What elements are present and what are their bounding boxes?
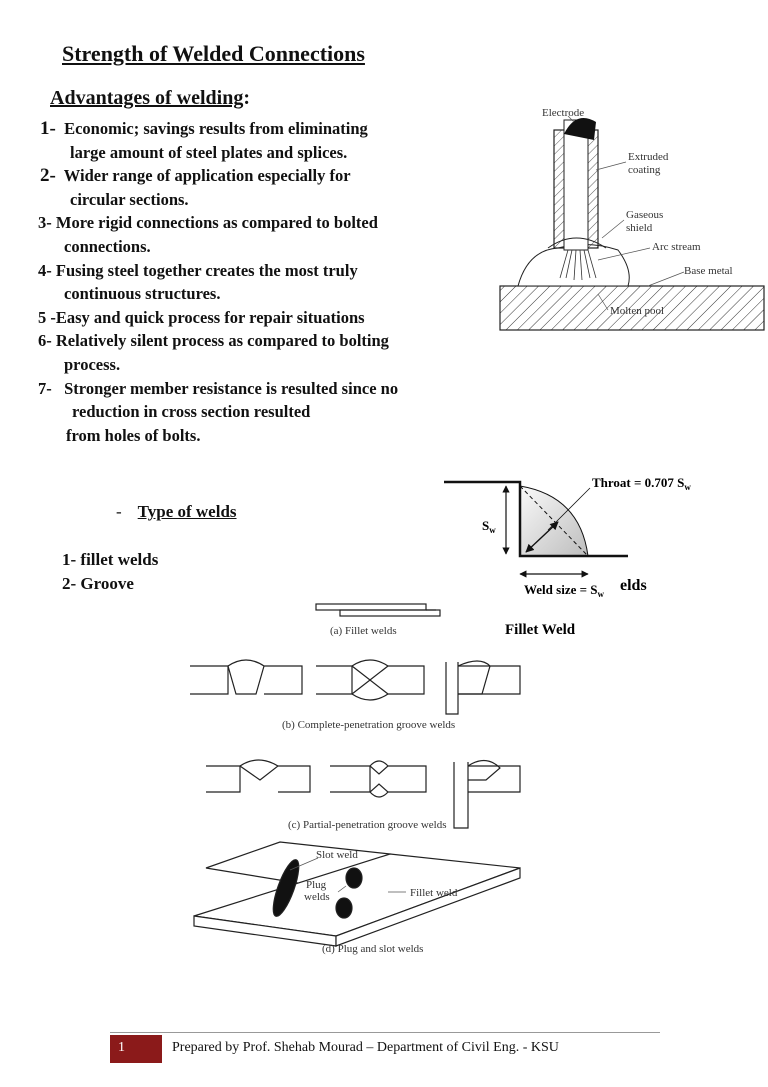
advantage-num: 6- bbox=[38, 331, 52, 351]
base-metal-shape bbox=[499, 285, 765, 331]
weld-type-fillet: 1- fillet welds bbox=[62, 550, 159, 569]
advantage-text: Stronger member resistance is resulted s… bbox=[64, 378, 399, 398]
label-extruded: Extruded bbox=[628, 151, 669, 163]
advantage-text: large amount of steel plates and splices… bbox=[70, 142, 348, 162]
gaseous-shield-shape bbox=[547, 237, 607, 249]
fillet-weld-figure: Throat = 0.707 Sw Sw Weld size = Sw elds… bbox=[444, 475, 691, 638]
advantage-item-6: 6- Relatively silent process as compared… bbox=[38, 329, 510, 376]
groove-welds-suffix: elds bbox=[620, 577, 647, 594]
label-fillet-weld: Fillet weld bbox=[410, 887, 458, 899]
fillet-weld-sketch bbox=[315, 603, 441, 617]
type-of-welds-text: Type of welds bbox=[137, 502, 237, 521]
advantage-text: Wider range of application especially fo… bbox=[63, 166, 351, 186]
advantage-item-2: 2- Wider range of application especially… bbox=[40, 164, 510, 211]
label-shield: shield bbox=[626, 222, 653, 234]
advantage-num: 2- bbox=[40, 165, 56, 187]
advantages-heading-text: Advantages of welding bbox=[50, 87, 244, 109]
plug-slot-sketch bbox=[193, 841, 521, 947]
advantage-text: continuous structures. bbox=[64, 284, 221, 304]
advantage-num: 1- bbox=[40, 118, 56, 139]
fillet-weld-caption: Fillet Weld bbox=[505, 622, 576, 638]
weld-size-label: Weld size = Sw bbox=[524, 582, 605, 599]
label-arc-stream: Arc stream bbox=[652, 241, 701, 253]
label-coating: coating bbox=[628, 164, 661, 176]
complete-penetration-sketches bbox=[190, 659, 521, 715]
weld-type-groove: 2- Groove bbox=[62, 574, 134, 593]
sw-label: Sw bbox=[482, 518, 496, 535]
advantage-item-7: 7- Stronger member resistance is resulte… bbox=[38, 377, 510, 448]
electrode-core-shape bbox=[563, 119, 589, 251]
type-of-welds-heading: -Type of welds bbox=[116, 502, 237, 522]
throat-arrow bbox=[525, 521, 559, 553]
advantage-text: Fusing steel together creates the most t… bbox=[55, 260, 358, 280]
advantages-heading: Advantages of welding: bbox=[50, 87, 250, 110]
label-base-metal: Base metal bbox=[684, 265, 733, 277]
label-slot-weld: Slot weld bbox=[316, 849, 358, 861]
arc-stream-shape bbox=[559, 249, 597, 281]
weld-leg-dashed bbox=[519, 485, 589, 557]
caption-plug-slot: (d) Plug and slot welds bbox=[322, 943, 423, 955]
advantage-num: 3- bbox=[38, 213, 52, 233]
advantage-text: reduction in cross section resulted bbox=[72, 402, 311, 422]
advantages-list: 1- Economic; savings results from elimin… bbox=[38, 117, 510, 448]
advantage-text: connections. bbox=[64, 236, 151, 256]
bullet-dash: - bbox=[116, 502, 122, 521]
label-gaseous: Gaseous bbox=[626, 209, 663, 221]
advantage-text: from holes of bolts. bbox=[66, 425, 201, 445]
weld-types-figure: (a) Fillet welds (b) Complete-penetratio… bbox=[190, 603, 521, 955]
plate-outline bbox=[444, 480, 628, 558]
footer-text: Prepared by Prof. Shehab Mourad – Depart… bbox=[172, 1040, 559, 1055]
advantage-num: 5 - bbox=[38, 307, 56, 327]
weld-types-list: 1- fillet welds 2- Groove bbox=[62, 548, 158, 596]
advantage-text: Relatively silent process as compared to… bbox=[55, 331, 389, 351]
advantage-text: process. bbox=[64, 354, 121, 374]
caption-complete-penetration: (b) Complete-penetration groove welds bbox=[282, 719, 455, 731]
advantage-text: Easy and quick process for repair situat… bbox=[55, 307, 365, 327]
label-molten-pool: Molten pool bbox=[610, 305, 664, 317]
arc-welding-figure: Electrode Extruded coating Gaseous shiel… bbox=[499, 107, 765, 331]
advantage-text: circular sections. bbox=[70, 189, 189, 209]
advantage-text: Economic; savings results from eliminati… bbox=[64, 119, 368, 138]
advantage-item-3: 3- More rigid connections as compared to… bbox=[38, 211, 510, 258]
caption-partial-penetration: (c) Partial-penetration groove welds bbox=[288, 819, 447, 831]
throat-leader bbox=[547, 487, 591, 531]
caption-fillet-welds: (a) Fillet welds bbox=[330, 625, 397, 637]
advantage-item-5: 5 -Easy and quick process for repair sit… bbox=[38, 306, 510, 330]
advantage-item-1: 1- Economic; savings results from elimin… bbox=[40, 117, 510, 164]
label-welds: welds bbox=[304, 891, 330, 903]
advantages-colon: : bbox=[243, 87, 251, 109]
page-number: 1 bbox=[118, 1040, 125, 1055]
partial-penetration-sketches bbox=[206, 759, 521, 829]
label-plug: Plug bbox=[306, 879, 327, 891]
label-electrode: Electrode bbox=[542, 107, 584, 119]
throat-label: Throat = 0.707 Sw bbox=[592, 475, 691, 492]
advantage-text: More rigid connections as compared to bo… bbox=[55, 213, 378, 233]
advantage-num: 4- bbox=[38, 260, 52, 280]
page-title: Strength of Welded Connections bbox=[62, 41, 365, 66]
advantage-num: 7- bbox=[38, 378, 52, 398]
electrode-tip-shape bbox=[564, 118, 596, 140]
advantage-item-4: 4- Fusing steel together creates the mos… bbox=[38, 259, 510, 306]
page-number-box: 1 bbox=[110, 1035, 162, 1063]
footer-divider bbox=[110, 1032, 660, 1033]
